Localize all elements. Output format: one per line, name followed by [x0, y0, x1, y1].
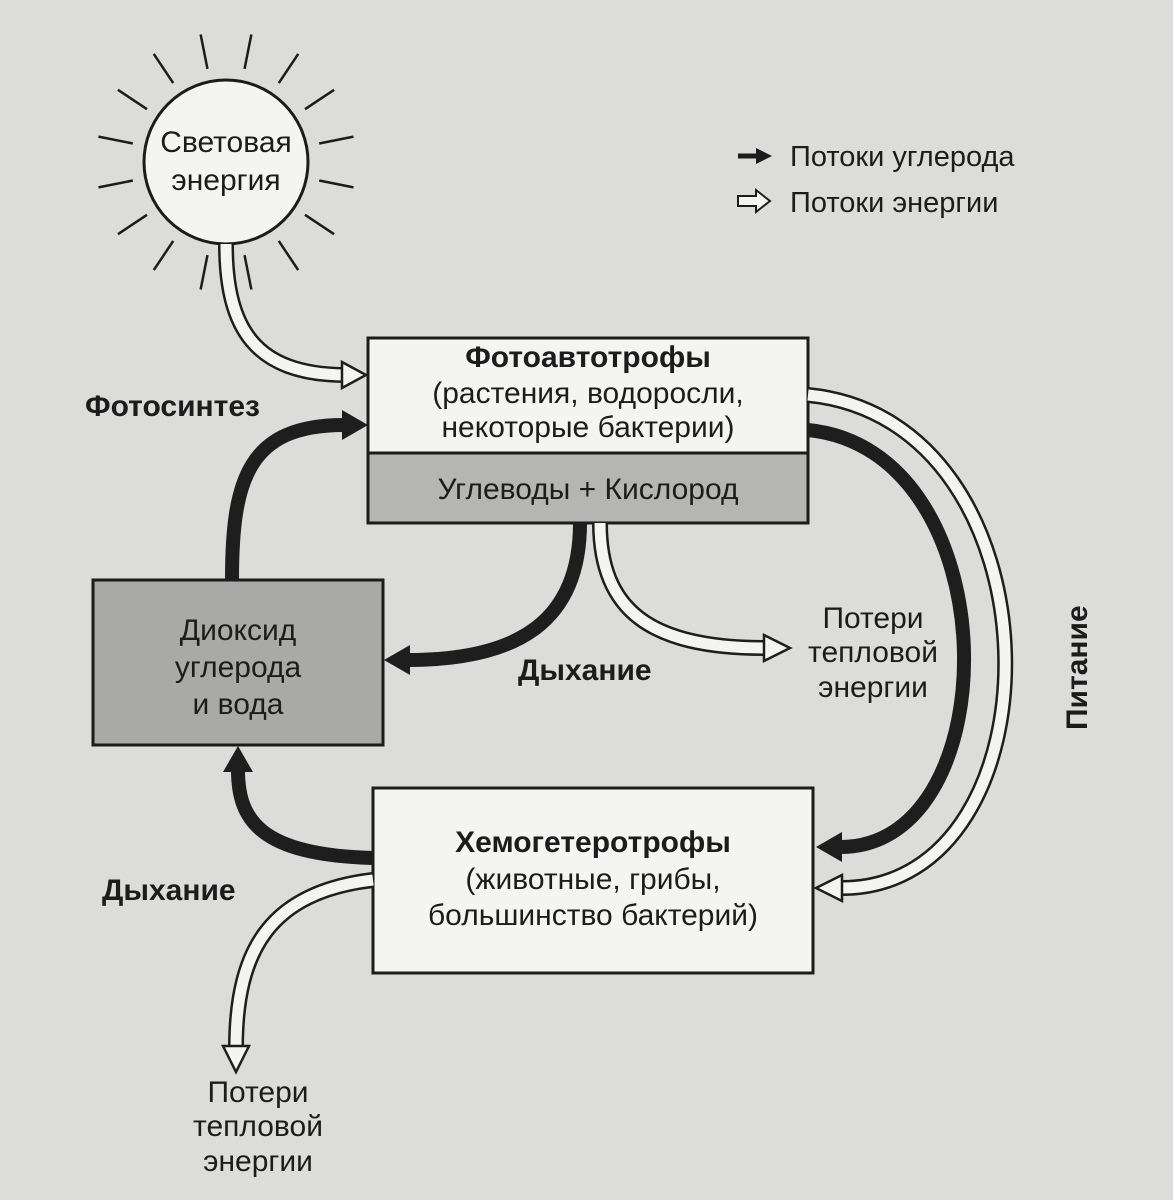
co2-water-line3: и вода [193, 688, 284, 721]
sun-ray [152, 53, 175, 84]
legend-energy-label: Потоки энергии [790, 187, 998, 219]
photoautotrophs-box: Фотоавтотрофы (растения, водоросли, неко… [366, 336, 810, 525]
co2-water-frame [91, 578, 385, 747]
heat-loss-bottom-label: Потери тепловой энергии [193, 1076, 323, 1178]
sun-ray [277, 53, 300, 84]
sun-ray [117, 213, 148, 236]
sun-ray [152, 240, 175, 271]
sun-disc [142, 78, 310, 246]
chemoheterotrophs-title: Хемогетеротрофы [455, 826, 731, 859]
legend-energy-arrow-icon [737, 187, 772, 215]
sun-ray [243, 34, 253, 70]
photoautotrophs-examples-line1: (растения, водоросли, [432, 377, 743, 410]
nutrition-carbon-arrow [807, 423, 971, 862]
sun-ray [98, 135, 134, 145]
respiration-top-label: Дыхание [518, 654, 652, 687]
legend: Потоки углерода Потоки энергии [737, 141, 1015, 219]
sun-ray [199, 254, 209, 290]
heat-loss-top-line3: энергии [818, 671, 928, 704]
heat-loss-top-label: Потери тепловой энергии [808, 602, 938, 704]
photoautotrophs-title: Фотоавтотрофы [465, 341, 711, 374]
sun-label-line2: энергия [171, 164, 280, 197]
sun-icon: Световая энергия [98, 34, 354, 290]
legend-carbon-label: Потоки углерода [790, 141, 1015, 173]
sun-rays [98, 34, 354, 290]
chemoheterotrophs-examples-line2: большинство бактерий) [428, 899, 758, 932]
light-energy-arrow [218, 243, 369, 391]
nutrition-energy-arrow [807, 387, 1014, 904]
chemoheterotrophs-frame [371, 786, 815, 975]
sun-ray [318, 135, 354, 145]
sun-ray [318, 179, 354, 189]
photosynthesis-arrow [225, 410, 368, 581]
sun-ray [304, 88, 335, 111]
heat-loss-bottom-arrow [220, 872, 374, 1075]
sun-ray [199, 34, 209, 70]
co2-water-box: Диоксид углерода и вода [91, 578, 385, 747]
chemoheterotrophs-box: Хемогетеротрофы (животные, грибы, больши… [371, 786, 815, 975]
respiration-top-arrow [384, 522, 587, 675]
sun-ray [304, 213, 335, 236]
photosynthesis-label: Фотосинтез [85, 390, 260, 423]
heat-loss-top-arrow [592, 522, 793, 664]
sun-label-line1: Световая [160, 126, 292, 159]
sun-ray [117, 88, 148, 111]
photoautotrophs-examples-line2: некоторые бактерии) [441, 411, 734, 444]
heat-loss-top-line2: тепловой [808, 636, 938, 669]
heat-loss-top-line1: Потери [822, 602, 923, 635]
respiration-bottom-arrow [223, 746, 374, 865]
sun-ray [243, 254, 253, 290]
heat-loss-bottom-line3: энергии [203, 1145, 313, 1178]
products-label: Углеводы + Кислород [437, 473, 738, 506]
sun-ray [277, 240, 300, 271]
products-band [366, 451, 810, 525]
legend-carbon-arrow-icon [738, 148, 772, 164]
nutrition-label: Питание [1061, 605, 1094, 730]
respiration-bottom-label: Дыхание [102, 874, 236, 907]
heat-loss-bottom-line2: тепловой [193, 1110, 323, 1143]
co2-water-line1: Диоксид [180, 614, 296, 647]
co2-water-line2: углерода [175, 651, 302, 684]
heat-loss-bottom-line1: Потери [207, 1076, 308, 1109]
chemoheterotrophs-examples-line1: (животные, грибы, [465, 863, 720, 896]
sun-ray [98, 179, 134, 189]
